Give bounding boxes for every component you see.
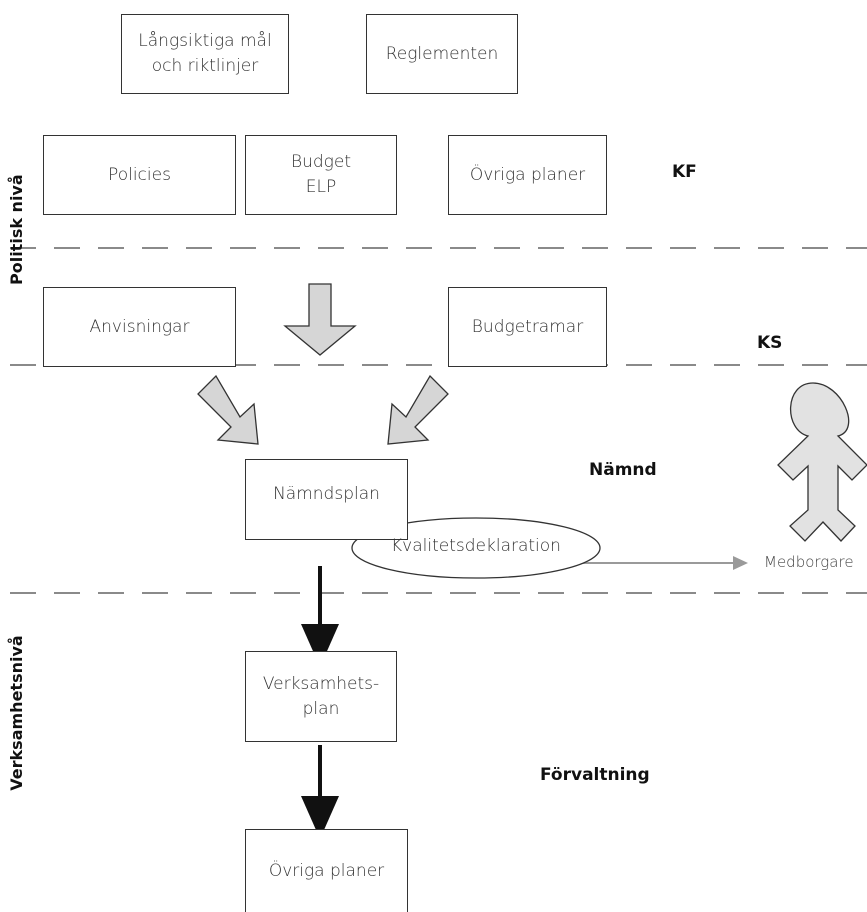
side-label-political: Politisk nivå (7, 174, 26, 285)
box-committee-plan: Nämndsplan (245, 459, 408, 540)
box-long-term-goals-line1: Långsiktiga mål (138, 31, 272, 51)
side-label-operational: Verksamhetsnivå (7, 635, 26, 791)
box-policies-label: Policies (108, 164, 171, 185)
box-long-term-goals: Långsiktiga mål och riktlinjer (121, 14, 289, 94)
box-long-term-goals-line2: och riktlinjer (151, 56, 259, 76)
block-arrow-down-right (197, 374, 259, 445)
connector-arrowhead (733, 556, 748, 570)
box-budget-line1: Budget (290, 152, 352, 172)
box-budget-frames-label: Budgetramar (471, 316, 584, 337)
block-arrow-down-left (387, 374, 449, 445)
box-budget: Budget ELP (245, 135, 397, 215)
citizen-figure-icon (777, 382, 867, 542)
box-budget-line2: ELP (305, 177, 337, 197)
block-arrow-down (283, 283, 357, 356)
box-regulations: Reglementen (366, 14, 518, 94)
box-operations-plan: Verksamhets- plan (245, 651, 397, 742)
box-regulations-label: Reglementen (385, 43, 499, 64)
level-label-kf: KF (672, 162, 697, 182)
level-label-forvaltning: Förvaltning (540, 765, 650, 785)
dark-arrow-head-2 (301, 796, 339, 839)
box-committee-plan-label: Nämndsplan (273, 484, 380, 504)
box-operations-plan-line1: Verksamhets- (262, 673, 380, 694)
quality-declaration-ellipse (351, 517, 601, 579)
box-other-plans-bottom-label: Övriga planer (268, 860, 385, 881)
dark-arrow-head-1 (301, 624, 339, 667)
level-label-ks: KS (757, 333, 783, 353)
level-label-namnd: Nämnd (589, 460, 657, 480)
box-instructions: Anvisningar (43, 287, 236, 367)
box-other-plans-top: Övriga planer (448, 135, 607, 215)
quality-declaration-label: Kvalitetsdeklaration (391, 536, 561, 556)
box-other-plans-top-label: Övriga planer (469, 164, 586, 185)
box-policies: Policies (43, 135, 236, 215)
box-operations-plan-line2: plan (302, 698, 340, 719)
box-budget-frames: Budgetramar (448, 287, 607, 367)
citizen-label: Medborgare (764, 553, 854, 571)
box-other-plans-bottom: Övriga planer (245, 829, 408, 912)
box-instructions-label: Anvisningar (89, 316, 190, 337)
